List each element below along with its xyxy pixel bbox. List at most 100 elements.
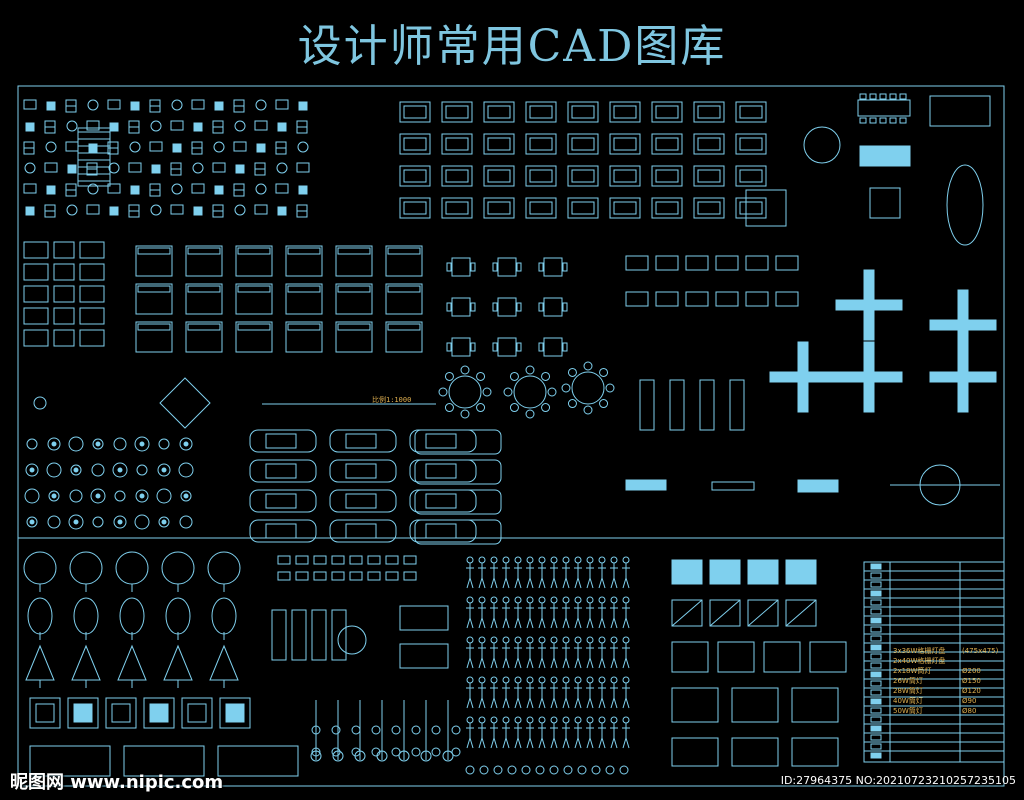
person-figure: [550, 676, 558, 684]
pillow: [137, 323, 171, 331]
bar-block: [625, 479, 667, 491]
plant-symbol: [156, 488, 172, 504]
chair: [889, 93, 897, 100]
person-figure: [598, 716, 606, 724]
lamp-symbol: [311, 747, 321, 757]
chair: [444, 403, 454, 413]
sofa-block: [655, 201, 679, 215]
stair-block: [77, 127, 111, 187]
person-figure: [610, 556, 618, 564]
sofa-block: [651, 197, 683, 219]
pillow: [187, 247, 221, 255]
table-set: [497, 257, 517, 277]
cabinet-block: [53, 307, 75, 325]
chair: [492, 342, 498, 352]
lamp-symbol: [351, 725, 361, 735]
desk-block: [655, 255, 679, 271]
person-figure: [586, 596, 594, 604]
sofa-block: [445, 137, 469, 151]
bed-block: [285, 245, 323, 277]
square-table: [869, 187, 901, 219]
fixture-block: [271, 609, 287, 661]
legend-symbol: [870, 617, 882, 624]
meeting-room: [731, 737, 779, 767]
sofa-block: [613, 201, 637, 215]
plant-symbol: [180, 490, 192, 502]
sofa-block: [567, 133, 599, 155]
room-block: [747, 559, 779, 585]
sofa-block: [567, 165, 599, 187]
tree-elevation: [69, 551, 103, 585]
fixture-block: [46, 101, 56, 111]
chair: [541, 403, 551, 413]
plant-symbol: [158, 516, 170, 528]
car-window: [265, 463, 297, 479]
chair: [470, 342, 476, 352]
door-block: [747, 599, 779, 627]
sofa-block: [529, 137, 553, 151]
car-window: [425, 463, 457, 479]
chair: [869, 93, 877, 100]
fixture-block: [191, 99, 205, 110]
bed-block: [135, 283, 173, 315]
light-pole: [398, 750, 410, 762]
tile-block: [29, 697, 61, 729]
fixture-block: [192, 162, 204, 174]
sofa-block: [403, 105, 427, 119]
sofa-block: [609, 165, 641, 187]
fixture-block: [311, 609, 327, 661]
lamp-symbol: [371, 747, 381, 757]
person-figure: [478, 676, 486, 684]
tile-block: [181, 697, 213, 729]
round-table: [448, 375, 482, 409]
fixture-block: [297, 141, 309, 153]
sofa-block: [487, 169, 511, 183]
plant-symbol: [48, 490, 60, 502]
chair: [503, 387, 513, 397]
plant-symbol: [114, 490, 126, 502]
chair: [444, 371, 454, 381]
meeting-room: [671, 687, 719, 723]
plant-symbol: [69, 489, 83, 503]
fixture-block: [233, 141, 247, 152]
person-plan: [619, 765, 629, 775]
sofa-block: [697, 169, 721, 183]
fixture-block: [275, 183, 289, 194]
car-window: [425, 433, 457, 449]
tree-elevation: [73, 597, 99, 635]
legend-symbol: [870, 707, 882, 714]
person-figure: [538, 676, 546, 684]
plant-symbol: [161, 467, 167, 473]
fixture-icon: [349, 555, 363, 565]
tile-block: [187, 703, 207, 723]
cabinet-block: [53, 329, 75, 347]
sofa-block: [403, 137, 427, 151]
plant-symbol: [134, 514, 150, 530]
chair: [460, 409, 470, 419]
person-figure: [490, 636, 498, 644]
fixture-block: [149, 141, 163, 152]
light-pole: [310, 750, 322, 762]
legend-row-size: Ø90: [962, 697, 976, 705]
lamp-symbol: [431, 747, 441, 757]
legend-symbol: [870, 563, 882, 570]
chair: [516, 302, 522, 312]
fixture-block: [276, 162, 288, 174]
plant-symbol: [51, 493, 57, 499]
fixture-block: [107, 99, 121, 110]
lamp-symbol: [371, 725, 381, 735]
room-block: [717, 641, 755, 673]
fixture-icon: [295, 555, 309, 565]
legend-symbol: [870, 581, 882, 588]
desk-block: [655, 291, 679, 307]
chair: [541, 371, 551, 381]
chair: [599, 399, 609, 409]
sofa-block: [399, 197, 431, 219]
sofa-block: [735, 197, 767, 219]
fixture-block: [193, 122, 203, 132]
sofa-block: [399, 101, 431, 123]
fixture-block: [45, 141, 57, 153]
person-figure: [478, 716, 486, 724]
plant-symbol: [92, 516, 104, 528]
sofa-block: [567, 101, 599, 123]
